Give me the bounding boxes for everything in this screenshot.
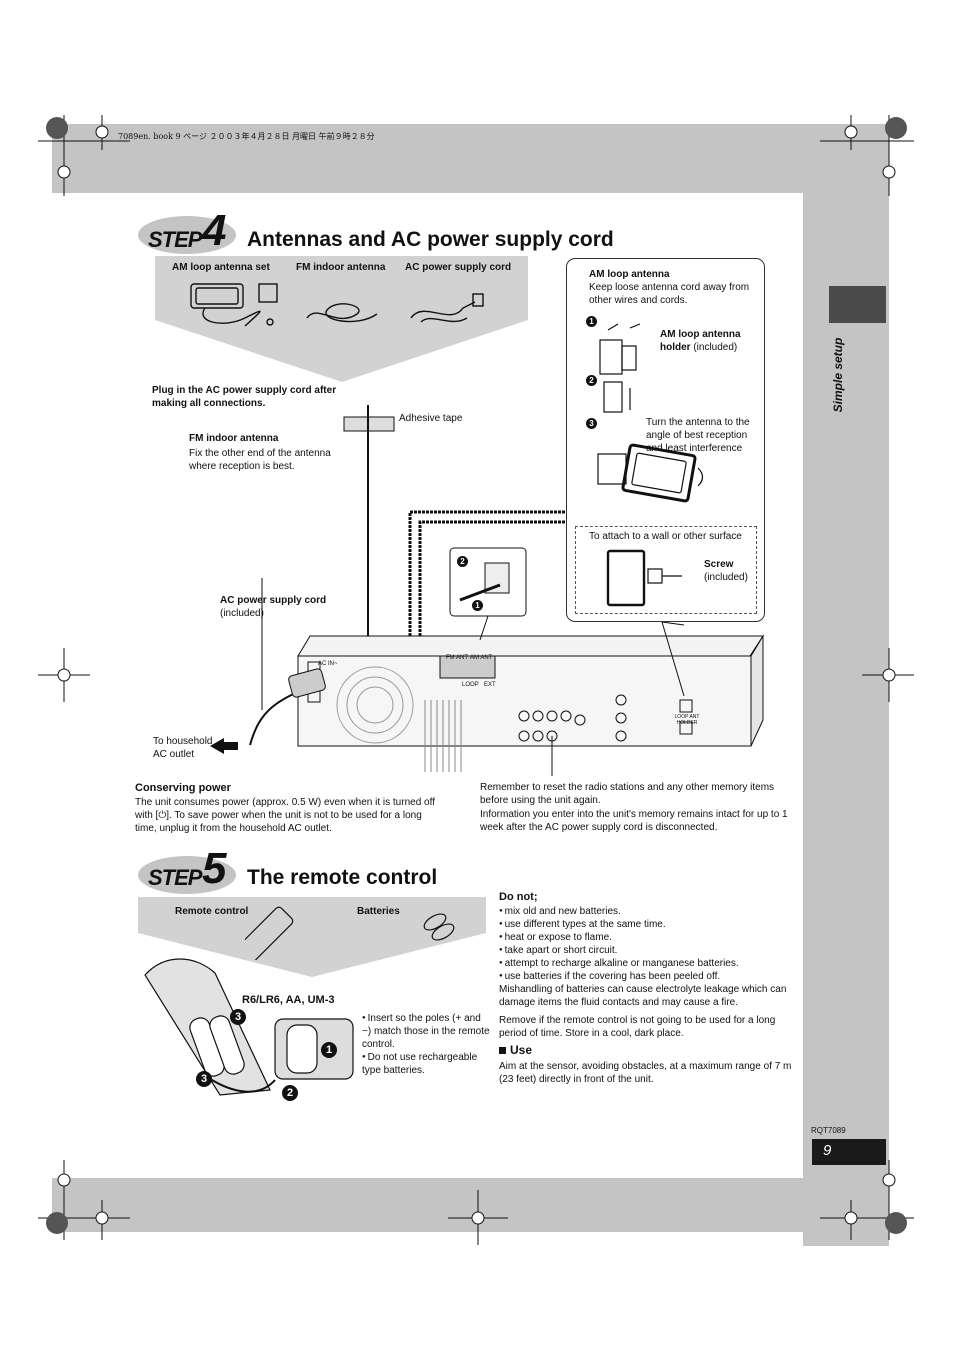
remote-step-2-badge: 2 [282,1085,298,1101]
remote-step-3b-badge: 3 [196,1071,212,1087]
remote-step-1-badge: 1 [321,1042,337,1058]
panel-am-ant-label: AM ANT [470,655,493,661]
adhesive-tape-label: Adhesive tape [399,413,463,424]
do-not-title: Do not; [499,891,538,903]
use-heading: Use [499,1043,532,1057]
am-step-3-badge: 3 [586,418,597,429]
ac-cord-title: AC power supply cord [220,595,327,606]
model-number: RQT7089 [811,1126,846,1135]
wall-attach-illustration [606,549,682,607]
use-title: Use [510,1043,533,1057]
step5-items-illustration [245,906,455,960]
bottom-band [52,1178,804,1232]
square-bullet-icon [499,1047,506,1054]
step5-label: STEP [148,865,202,890]
panel-holder-label: LOOP ANT HOLDER [674,714,700,726]
item-ac-cord: AC power supply cord [405,262,512,273]
plug-note: Plug in the AC power supply cord after m… [152,385,337,409]
step5-number: 5 [202,844,227,893]
use-text: Aim at the sensor, avoiding obstacles, a… [499,1061,792,1085]
remember-text: Remember to reset the radio stations and… [480,782,775,806]
wall-attach-box [575,526,757,614]
am-holder-illustration [597,323,704,503]
am-step-1-badge: 1 [586,316,597,327]
do-not-item: take apart or short circuit. [499,944,794,957]
am-loop-desc: Keep loose antenna cord away from other … [589,282,750,306]
turn-antenna-note: Turn the antenna to the angle of best re… [646,417,750,454]
step5-badge [138,856,236,894]
page-number-box [812,1139,886,1165]
panel-ac-in-label: AC IN~ [318,661,338,667]
memory-info-text: Information you enter into the unit's me… [480,809,788,833]
items-illustration [190,283,484,327]
do-not-item: attempt to recharge alkaline or manganes… [499,957,794,970]
step4-wiring-illustration [210,405,764,776]
step4-label: STEP [148,227,202,252]
am-loop-title: AM loop antenna [589,269,670,280]
item-am-loop-set: AM loop antenna set [172,262,270,273]
item-fm-antenna: FM indoor antenna [296,262,386,273]
do-not-item: use different types at the same time. [499,918,794,931]
conserving-power-title: Conserving power [135,782,231,794]
step5-title: The remote control [247,866,438,889]
file-info: 7089en. book 9 ページ ２００３年４月２８日 月曜日 午前９時２８… [118,132,375,141]
do-not-item: mix old and new batteries. [499,905,794,918]
step4-number: 4 [202,206,227,255]
am-holder-label: AM loop antenna holder (included) [660,328,760,354]
step5-items-panel [138,897,486,977]
panel-ext-label: EXT [484,682,496,688]
fm-antenna-desc: Fix the other end of the antenna where r… [189,448,331,472]
screw-title: Screw [704,559,734,570]
insert-note-item: Do not use rechargeable type batteries. [362,1051,492,1077]
remove-note: Remove if the remote control is not goin… [499,1015,776,1039]
remote-step-3a-badge: 3 [230,1009,246,1025]
wiring-step-2-badge: 2 [457,556,468,567]
fm-antenna-title: FM indoor antenna [189,433,279,444]
top-band [52,124,804,193]
insert-notes-list: Insert so the poles (+ and −) match thos… [362,1012,492,1077]
panel-fm-ant-label: FM ANT [446,655,468,661]
side-tab [829,286,886,323]
am-holder-included: (included) [690,342,738,353]
step4-title: Antennas and AC power supply cord [247,228,614,251]
wiring-step-1-badge: 1 [472,600,483,611]
item-remote-control: Remote control [175,906,249,917]
step4-badge [138,216,236,254]
insert-note-item: Insert so the poles (+ and −) match thos… [362,1012,492,1051]
am-holder-title: AM loop antenna holder [660,329,741,353]
am-loop-callout [566,258,765,622]
wall-attach-note: To attach to a wall or other surface [589,531,742,542]
page-number: 9 [823,1142,832,1159]
battery-type: R6/LR6, AA, UM-3 [242,994,335,1006]
conserving-power-text: The unit consumes power (approx. 0.5 W) … [135,797,435,834]
household-outlet-label: To household AC outlet [153,736,213,760]
mishandling-text: Mishandling of batteries can cause elect… [499,984,787,1008]
do-not-list: mix old and new batteries. use different… [499,905,794,983]
am-step-2-badge: 2 [586,375,597,386]
panel-loop-label: LOOP [462,682,479,688]
do-not-item: use batteries if the covering has been p… [499,970,794,983]
ac-cord-included: (included) [220,608,264,619]
item-batteries: Batteries [357,906,400,917]
battery-insert-illustration [144,958,354,1096]
do-not-item: heat or expose to flame. [499,931,794,944]
screw-included: (included) [704,572,748,583]
